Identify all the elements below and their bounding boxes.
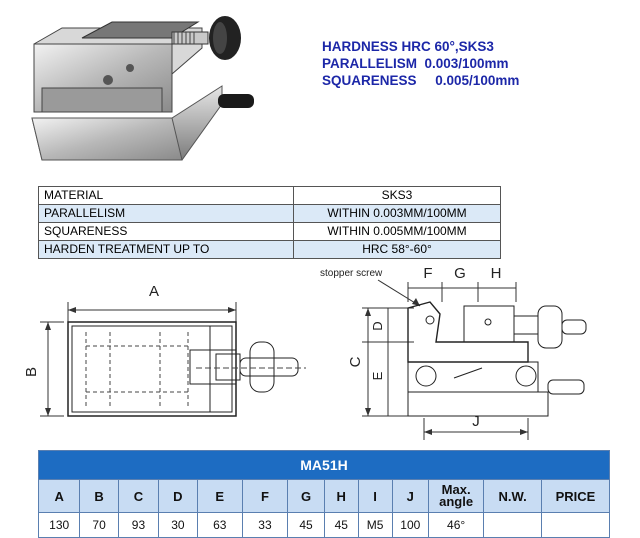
column-header: F [241,479,289,513]
spec-hardness: HARDNESS HRC 60°,SKS3 [322,39,494,54]
table-row: HARDEN TREATMENT UP TO HRC 58°-60° [38,240,501,259]
material-table: MATERIAL SKS3 PARALLELISM WITHIN 0.003MM… [38,186,501,259]
material-label: MATERIAL [38,186,294,205]
squareness-label: SQUARENESS [38,222,294,241]
parallelism-label: PARALLELISM [38,204,294,223]
table-cell: 70 [79,512,119,538]
table-row: SQUARENESS WITHIN 0.005MM/100MM [38,222,501,241]
table-row: MATERIAL SKS3 [38,186,501,205]
dim-label-h: H [491,265,502,282]
dim-label-g: G [454,265,466,282]
column-header: J [391,479,429,513]
harden-value: HRC 58°-60° [293,240,501,259]
column-header: E [196,479,243,513]
spec-summary: HARDNESS HRC 60°,SKS3 PARALLELISM 0.003/… [322,38,519,89]
column-header: A [37,479,81,513]
side-view-drawing: stopper screw F G H C D E J [320,265,587,440]
table-cell: 130 [37,512,81,538]
dim-label-f: F [423,265,432,282]
top-view-drawing: A B [23,283,306,417]
dim-label-e: E [370,371,385,380]
table-cell: 93 [117,512,160,538]
spec-squareness: SQUARENESS 0.005/100mm [322,73,520,88]
table-cell: 100 [391,512,429,538]
vise-product-photo [31,16,254,161]
column-header: D [158,479,198,513]
table-row: PARALLELISM WITHIN 0.003MM/100MM [38,204,501,223]
column-header: B [79,479,119,513]
dim-label-j: J [472,413,480,430]
column-header: I [357,479,393,513]
column-header: C [117,479,160,513]
dim-label-d: D [370,321,385,330]
dim-label-c: C [347,356,364,367]
stopper-screw-label: stopper screw [320,268,383,279]
dim-label-a: A [149,283,159,300]
model-title: MA51H [38,450,610,480]
material-value: SKS3 [293,186,501,205]
dim-label-b: B [23,367,40,377]
parallelism-value: WITHIN 0.003MM/100MM [293,204,501,223]
table-cell: 45 [287,512,325,538]
column-header: G [287,479,325,513]
column-header: H [323,479,359,513]
squareness-value: WITHIN 0.005MM/100MM [293,222,501,241]
column-header: N.W. [483,479,542,513]
table-title-row: MA51H [38,450,610,480]
table-cell [483,512,542,538]
table-cell: 30 [158,512,198,538]
column-header: PRICE [540,479,611,513]
table-cell: M5 [357,512,393,538]
table-cell: 33 [241,512,289,538]
table-cell: 46° [427,512,485,538]
column-header: Max.angle [427,479,485,513]
table-cell: 45 [323,512,359,538]
table-cell [540,512,611,538]
table-cell: 63 [196,512,243,538]
spec-parallelism: PARALLELISM 0.003/100mm [322,56,509,71]
harden-label: HARDEN TREATMENT UP TO [38,240,294,259]
